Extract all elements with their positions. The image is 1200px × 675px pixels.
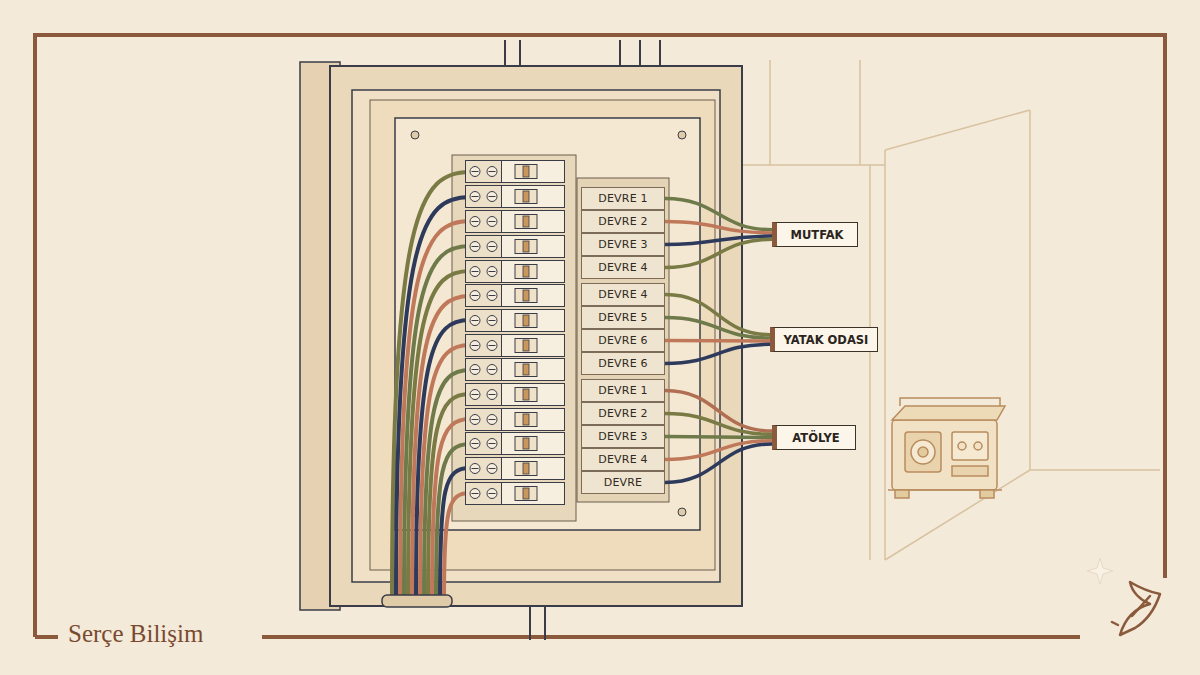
generator-drawing [888, 398, 1005, 498]
breaker [466, 359, 565, 381]
circuit-name: DEVRE 5 [598, 311, 647, 324]
breaker [466, 236, 565, 258]
circuit-wire [665, 344, 770, 363]
circuit-tag: DEVRE 2 [581, 210, 665, 233]
circuit-wire [665, 318, 770, 338]
circuit-tag: DEVRE 5 [581, 306, 665, 329]
page-frame [35, 35, 1165, 637]
breaker [466, 458, 565, 480]
brand-logo [1112, 582, 1160, 635]
breaker [466, 483, 565, 505]
breaker [466, 409, 565, 431]
circuit-name: DEVRE 6 [598, 357, 647, 370]
room-background [740, 60, 1160, 560]
breaker-row [466, 161, 565, 505]
circuit-tag: DEVRE 1 [581, 379, 665, 402]
circuit-name: DEVRE 2 [598, 215, 647, 228]
room-label: ATÖLYE [772, 425, 856, 450]
breaker [466, 211, 565, 233]
circuit-name: DEVRE 4 [598, 453, 647, 466]
circuit-name: DEVRE 4 [598, 288, 647, 301]
circuit-wire [665, 339, 770, 343]
circuit-name: DEVRE 6 [598, 334, 647, 347]
room-label: MUTFAK [772, 222, 858, 247]
circuit-wire [665, 199, 772, 230]
circuit-name: DEVRE 1 [598, 384, 647, 397]
circuit-wire [665, 444, 772, 483]
breaker [466, 285, 565, 307]
room-name: YATAK ODASI [784, 333, 869, 347]
circuit-name: DEVRE 4 [598, 261, 647, 274]
circuit-tag: DEVRE 6 [581, 352, 665, 375]
breaker [466, 161, 565, 183]
breaker [466, 186, 565, 208]
circuit-name: DEVRE 2 [598, 407, 647, 420]
room-label: YATAK ODASI [770, 327, 878, 352]
circuit-wire [665, 437, 772, 438]
circuit-tag: DEVRE 6 [581, 329, 665, 352]
breaker [466, 310, 565, 332]
breaker [466, 261, 565, 283]
circuit-wire [665, 414, 772, 435]
breaker [466, 335, 565, 357]
circuit-name: DEVRE 1 [598, 192, 647, 205]
circuit-name: DEVRE 3 [598, 238, 647, 251]
circuit-tag: DEVRE 3 [581, 233, 665, 256]
room-name: MUTFAK [791, 228, 844, 242]
circuit-tag: DEVRE 2 [581, 402, 665, 425]
circuit-name: DEVRE 3 [598, 430, 647, 443]
circuit-name: DEVRE [604, 476, 643, 489]
sparkle-mark [1087, 558, 1113, 584]
breaker [466, 384, 565, 406]
breaker [466, 433, 565, 455]
brand-name: Serçe Bilişim [68, 620, 203, 648]
supply-wires [382, 172, 470, 607]
circuit-tag: DEVRE 3 [581, 425, 665, 448]
circuit-tag: DEVRE 4 [581, 283, 665, 306]
circuit-tag: DEVRE 4 [581, 256, 665, 279]
circuit-tag: DEVRE 4 [581, 448, 665, 471]
circuit-wire [665, 222, 772, 233]
room-name: ATÖLYE [792, 431, 839, 445]
circuit-wire [665, 239, 772, 267]
circuit-tag: DEVRE [581, 471, 665, 494]
circuit-tag: DEVRE 1 [581, 187, 665, 210]
